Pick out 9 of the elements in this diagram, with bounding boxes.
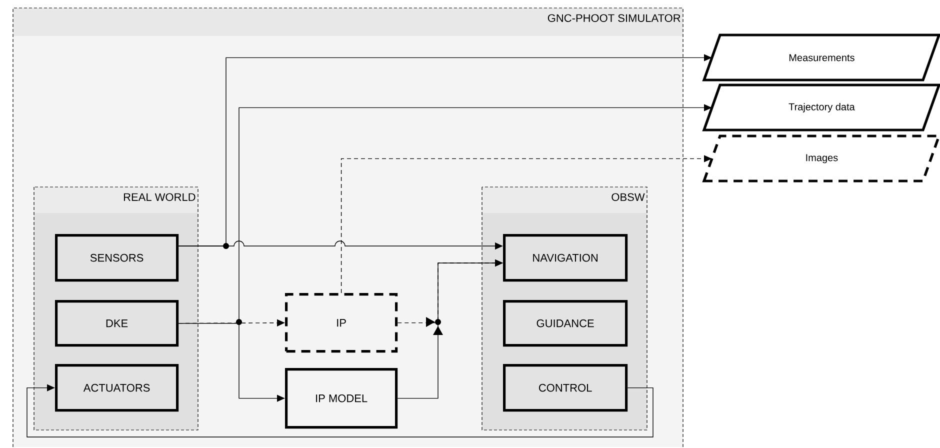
process-box: DKE [55,300,179,347]
process-box: ACTUATORS [55,364,179,412]
process-box: GUIDANCE [503,300,628,347]
process-box: NAVIGATION [503,234,628,282]
process-box: SENSORS [55,234,179,282]
process-box: CONTROL [503,364,628,412]
process-box: IP [285,293,398,353]
process-box: IP MODEL [285,368,398,429]
arrow [26,384,654,438]
